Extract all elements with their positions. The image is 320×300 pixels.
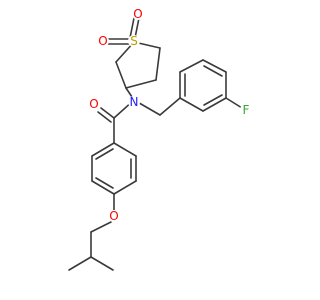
bond-b3-b4-inner (95, 177, 114, 189)
bond-s-o-top-b (134, 17, 140, 39)
bond-s-o-top-a (129, 17, 135, 39)
ether-oxygen-label: O (109, 209, 118, 223)
atom-labels: S O O N O O F (88, 7, 252, 223)
bond-co-b (97, 111, 112, 123)
carbonyl-oxygen: O (88, 97, 100, 111)
bond-c3-c4 (115, 61, 127, 89)
bond-ch-me1 (68, 256, 92, 271)
bonds (68, 17, 243, 271)
sulfone-oxygen-top: O (132, 7, 144, 21)
bond-b1-b2-inner (95, 148, 114, 160)
fluorine-label: F (243, 103, 250, 117)
sulfur-atom: S (128, 34, 140, 48)
bond-b6-b1 (113, 142, 137, 157)
structure-diagram: S O O N O O F (68, 7, 252, 271)
amide-nitrogen: N (128, 95, 140, 109)
oxygen-label-top: O (133, 7, 142, 21)
bond-b4-b5 (113, 180, 137, 195)
ether-oxygen: O (108, 209, 120, 223)
bond-aryl-f (225, 97, 243, 109)
bond-c2-c3 (125, 79, 157, 89)
bond-ch2-aryl (159, 97, 181, 116)
bond-co-a (100, 107, 115, 119)
sulfone-oxygen-left: O (97, 34, 109, 48)
bond-c1-c2 (155, 47, 161, 81)
bond-ch-me2 (90, 256, 114, 271)
molecule-canvas: S O O N O O F (68, 7, 252, 271)
bond-f5-f6 (202, 97, 227, 112)
nitrogen-label: N (130, 95, 139, 109)
bond-f3-f4 (202, 59, 227, 73)
bond-oether-ch2 (90, 221, 112, 233)
bond-b1-b2 (91, 142, 115, 157)
bond-f3-f4-inner (203, 65, 223, 77)
sulfur-label: S (130, 34, 138, 48)
bond-f5-f6-inner (203, 94, 223, 106)
bond-b3-b4 (91, 180, 115, 195)
bond-f2-f3 (179, 59, 204, 73)
oxygen-label-left: O (98, 34, 107, 48)
bond-f6-f1 (179, 97, 204, 112)
carbonyl-oxygen-label: O (89, 97, 98, 111)
fluorine-atom: F (240, 103, 252, 117)
